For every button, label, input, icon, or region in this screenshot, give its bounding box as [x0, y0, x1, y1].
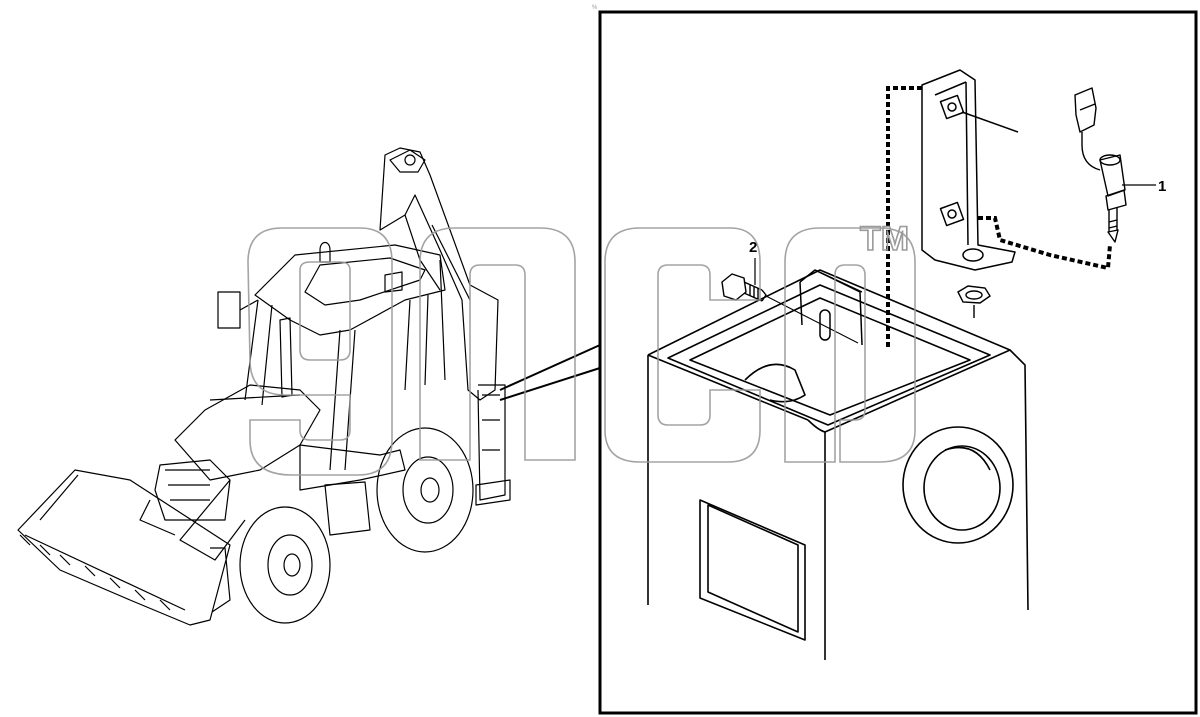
mounting-block: [647, 269, 1029, 660]
watermark-trademark: TM: [859, 220, 910, 258]
callout-label-1: 1: [1158, 178, 1166, 195]
backhoe-loader-illustration: [17, 147, 511, 626]
callout-label-2: 2: [749, 239, 757, 256]
corner-mark: %: [592, 5, 598, 11]
sensor-switch: [1074, 87, 1127, 243]
bolt: [721, 273, 859, 344]
slotted-plate: [799, 269, 863, 346]
lock-nut: [957, 285, 991, 318]
detail-frame: [598, 10, 1198, 715]
detail-leader-lines: [499, 344, 601, 401]
assembly-dashed-lines: [886, 86, 1112, 350]
callout-leaders: [754, 184, 1156, 285]
watermark-logo: [247, 227, 916, 476]
upper-bracket: [921, 69, 1019, 271]
